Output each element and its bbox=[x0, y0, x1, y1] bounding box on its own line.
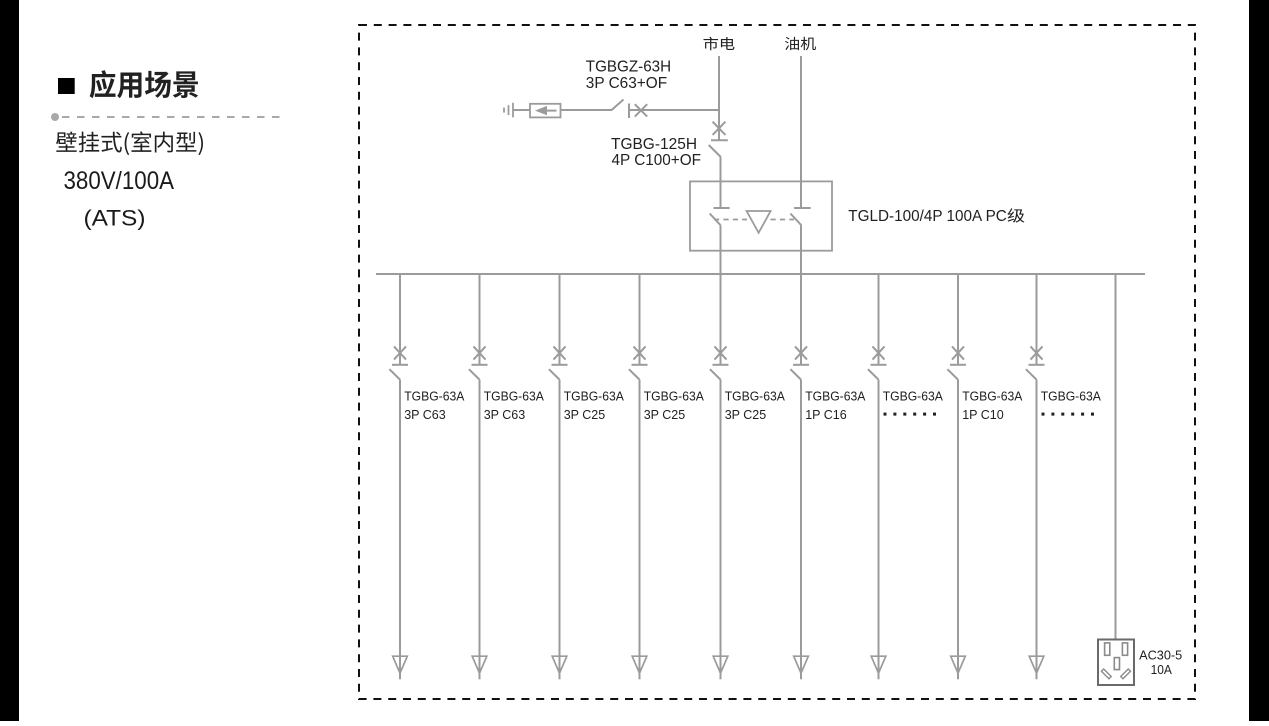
svg-text:(ATS): (ATS) bbox=[84, 206, 146, 231]
svg-text:4P C100+OF: 4P C100+OF bbox=[612, 152, 702, 169]
svg-text:TGBG-63A: TGBG-63A bbox=[564, 389, 625, 403]
svg-text:TGLD-100/4P 100A PC: TGLD-100/4P 100A PC bbox=[848, 208, 1007, 225]
svg-text:TGBG-63A: TGBG-63A bbox=[484, 389, 545, 403]
svg-text:3P C63: 3P C63 bbox=[404, 408, 446, 422]
svg-text:1P C10: 1P C10 bbox=[962, 408, 1004, 422]
svg-text:3P C25: 3P C25 bbox=[644, 408, 686, 422]
svg-text:TGBGZ-63H: TGBGZ-63H bbox=[586, 58, 671, 75]
svg-text:3P C63: 3P C63 bbox=[484, 408, 526, 422]
svg-text:TGBG-63A: TGBG-63A bbox=[883, 389, 944, 403]
svg-text:TGBG-63A: TGBG-63A bbox=[805, 389, 866, 403]
svg-text:TGBG-63A: TGBG-63A bbox=[962, 389, 1023, 403]
svg-text:3P C63+OF: 3P C63+OF bbox=[586, 75, 668, 92]
svg-text:TGBG-125H: TGBG-125H bbox=[611, 136, 697, 153]
svg-text:380V/100A: 380V/100A bbox=[64, 167, 175, 195]
svg-text:3P C25: 3P C25 bbox=[564, 408, 606, 422]
svg-text:AC30-5: AC30-5 bbox=[1139, 648, 1182, 663]
svg-text:1P C16: 1P C16 bbox=[805, 408, 847, 422]
svg-text:TGBG-63A: TGBG-63A bbox=[644, 389, 705, 403]
svg-text:3P C25: 3P C25 bbox=[725, 408, 767, 422]
svg-text:TGBG-63A: TGBG-63A bbox=[404, 389, 465, 403]
svg-text:TGBG-63A: TGBG-63A bbox=[725, 389, 786, 403]
svg-text:TGBG-63A: TGBG-63A bbox=[1041, 389, 1102, 403]
svg-text:10A: 10A bbox=[1151, 662, 1173, 677]
